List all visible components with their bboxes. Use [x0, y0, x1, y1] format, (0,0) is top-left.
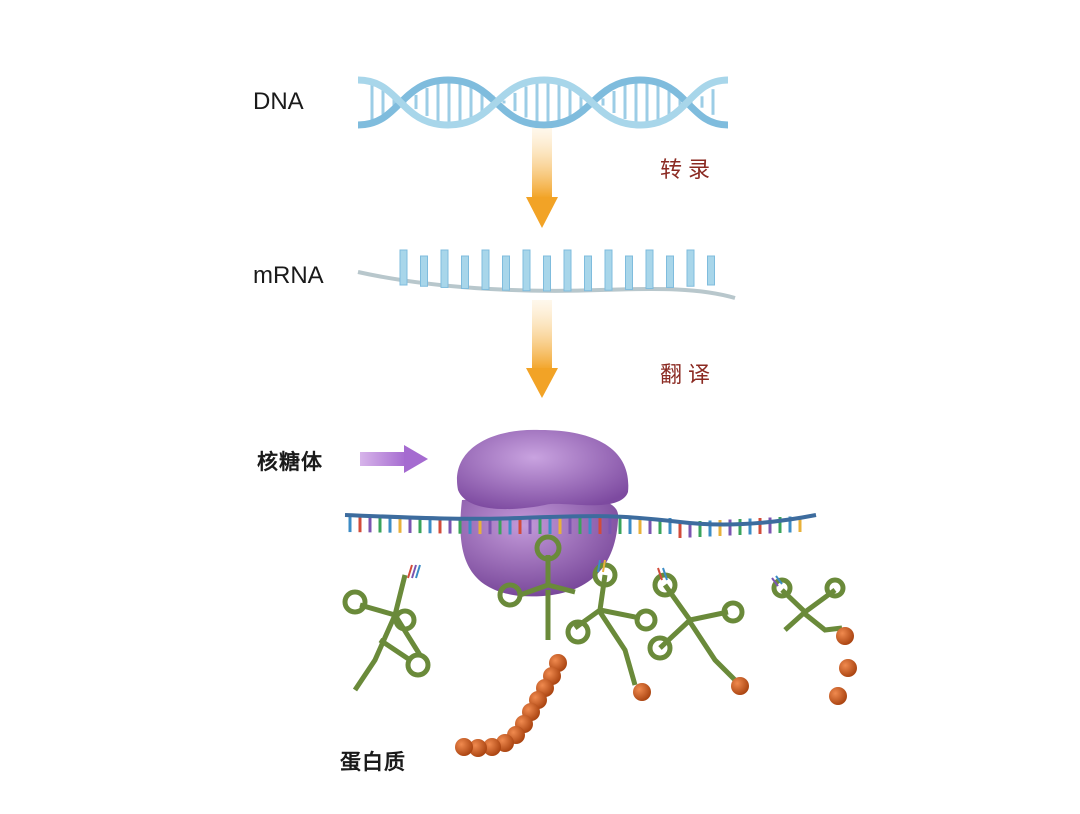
anticodon-ticks: [407, 559, 783, 587]
trna-molecules: [342, 534, 846, 692]
transcription-arrow: [526, 128, 558, 228]
mrna-label: mRNA: [253, 262, 324, 289]
trna-1: [342, 574, 431, 692]
mrna-strand: [357, 249, 736, 300]
amino-acid: [455, 738, 473, 756]
mrna-base: [481, 249, 490, 290]
mrna-base: [604, 249, 613, 291]
translation-arrow: [526, 300, 558, 398]
protein-label: 蛋白质: [340, 750, 406, 774]
amino-acid: [839, 659, 857, 677]
dna-helix: [357, 76, 729, 129]
mrna-base: [543, 255, 551, 292]
transcription-label: 转录: [660, 158, 717, 183]
amino-acid: [633, 683, 651, 701]
mrna-base: [707, 255, 715, 286]
mrna-with-codons: [344, 513, 817, 538]
dna-label: DNA: [253, 88, 304, 115]
amino-acid: [469, 739, 487, 757]
ribosome-label: 核糖体: [257, 450, 323, 474]
translation-label: 翻译: [660, 363, 717, 388]
mrna-base: [502, 255, 510, 291]
trna-3: [565, 562, 658, 686]
mrna-base: [625, 255, 633, 290]
mrna-base: [563, 249, 572, 292]
mrna-base: [666, 255, 674, 288]
amino-acid: [483, 738, 501, 756]
trna-5: [771, 577, 846, 633]
amino-acid: [731, 677, 749, 695]
trna-4: [647, 572, 745, 682]
mrna-base: [686, 249, 695, 287]
protein-chain: [455, 627, 857, 757]
mrna-base: [440, 249, 449, 288]
mrna-base: [522, 249, 531, 292]
amino-acid: [829, 687, 847, 705]
mrna-base: [420, 255, 428, 287]
trna-2: [497, 534, 576, 640]
mrna-base: [584, 255, 592, 292]
mrna-base: [399, 249, 408, 286]
mrna-base: [645, 249, 654, 290]
mrna-base: [461, 255, 469, 290]
amino-acid: [836, 627, 854, 645]
ribosome-pointer-arrow: [360, 445, 428, 473]
